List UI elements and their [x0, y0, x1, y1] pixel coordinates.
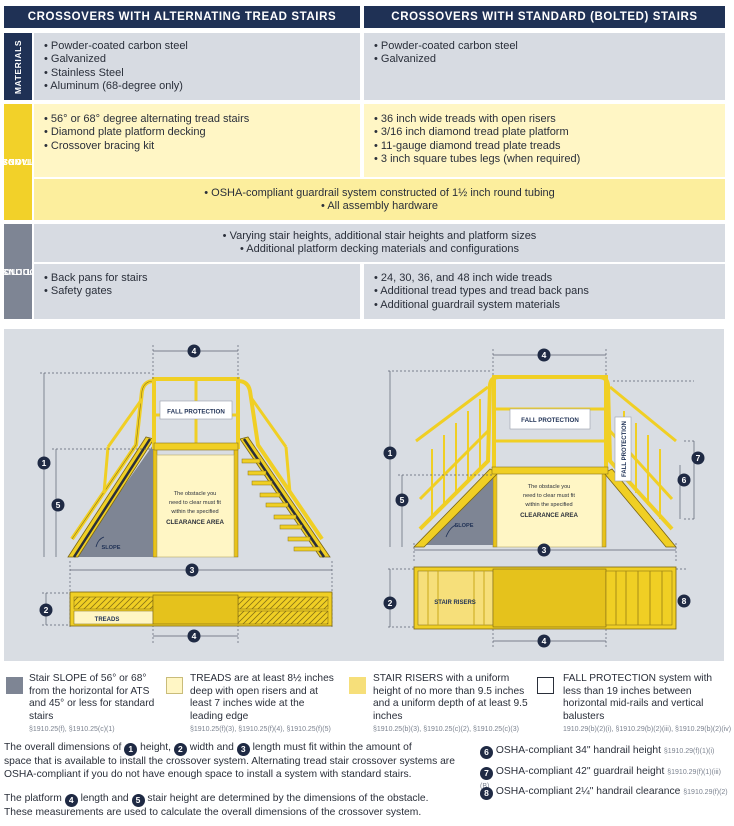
additional-shared: • Varying stair heights, additional stai… [34, 224, 725, 262]
marker-5-right: 5 [400, 495, 405, 505]
note-marker-1: 1 [124, 743, 138, 756]
legend-risers: STAIR RISERS with a uniform height of no… [373, 673, 528, 733]
fall-protection-panel-vertical [614, 416, 632, 482]
dimension-note-1: The overall dimensions of 1 height, 2 wi… [4, 742, 455, 780]
osha-item-6: 6 OSHA-compliant 34" handrail height §19… [480, 745, 730, 759]
materials-alternating: • Powder-coated carbon steel • Galvanize… [34, 33, 360, 100]
clearance-area-label-right: CLEARANCE AREA [520, 512, 578, 519]
fall-protection-label-vertical: FALL PROTECTION [622, 421, 628, 477]
header-standard-stairs: CROSSOVERS WITH STANDARD (BOLTED) STAIRS [364, 6, 725, 28]
osha-item-7: 7 OSHA-compliant 42" guardrail height §1… [480, 766, 721, 790]
slope-label-left: SLOPE [102, 545, 121, 551]
marker-4-bottom-right: 4 [542, 636, 547, 646]
legend-swatch-risers [349, 677, 366, 694]
marker-2-left: 2 [44, 605, 49, 615]
marker-4-top-left: 4 [192, 346, 197, 356]
marker-4-bottom-left: 4 [192, 631, 197, 641]
standard-standard: • 36 inch wide treads with open risers •… [364, 104, 725, 177]
osha-item-8: 8 OSHA-compliant 2¼" handrail clearance … [480, 786, 730, 800]
obstacle-text-left-1: The obstacle you [174, 491, 217, 497]
marker-8-right: 8 [682, 596, 687, 606]
obstacle-text-left-2: need to clear must fit [169, 500, 221, 506]
note-marker-3: 3 [236, 743, 250, 756]
left-markers: 4 1 5 3 2 4 [37, 344, 201, 643]
legend-fall-protection: FALL PROTECTION system with less than 19… [563, 673, 732, 733]
left-elevation: FALL PROTECTION The obstacle you need to… [67, 377, 331, 558]
treads-label: TREADS [95, 617, 120, 623]
obstacle-text-left-3: within the specified [170, 509, 218, 515]
right-plan-view: STAIR RISERS [413, 566, 677, 630]
marker-1-left: 1 [42, 458, 47, 468]
right-markers: 4 1 5 7 6 3 2 8 4 [383, 348, 705, 648]
crossover-diagram-panel: FALL PROTECTION The obstacle you need to… [4, 329, 724, 661]
note-marker-2: 2 [173, 743, 187, 756]
standard-alternating: • 56° or 68° degree alternating tread st… [34, 104, 360, 177]
clearance-area-left [156, 454, 235, 558]
header-alternating-tread: CROSSOVERS WITH ALTERNATING TREAD STAIRS [4, 6, 360, 28]
marker-5-left: 5 [56, 500, 61, 510]
fall-protection-panel-right [509, 408, 591, 430]
clearance-area-right [496, 468, 603, 548]
marker-2-right: 2 [388, 598, 393, 608]
marker-4-top-right: 4 [542, 350, 547, 360]
side-label-standard-options: STANDARDOPTIONS [0, 104, 44, 220]
materials-standard: • Powder-coated carbon steel • Galvanize… [364, 33, 725, 100]
standard-shared: • OSHA-compliant guardrail system constr… [34, 179, 725, 220]
additional-standard: • 24, 30, 36, and 48 inch wide treads • … [364, 264, 725, 319]
marker-3-right: 3 [542, 545, 547, 555]
fall-protection-label-left: FALL PROTECTION [167, 409, 225, 416]
marker-7-right: 7 [696, 453, 701, 463]
side-label-materials: MATERIALS [4, 33, 32, 100]
slope-label-right: SLOPE [455, 523, 474, 529]
dimension-note-2: The platform 4 length and 5 stair height… [4, 793, 429, 818]
right-elevation: FALL PROTECTION FALL PROTECTION The obst… [413, 375, 677, 548]
fall-protection-panel-left [159, 400, 233, 420]
crossover-diagram: FALL PROTECTION The obstacle you need to… [37, 344, 705, 648]
marker-1-right: 1 [388, 448, 393, 458]
legend-swatch-treads [166, 677, 183, 694]
obstacle-text-right-3: within the specified [524, 502, 572, 508]
clearance-area-label-left: CLEARANCE AREA [166, 519, 224, 526]
legend-treads: TREADS are at least 8½ inches deep with … [190, 673, 334, 733]
marker-3-left: 3 [190, 565, 195, 575]
note-marker-5: 5 [131, 794, 145, 807]
side-label-additional-options: ADDITIONALOPTIONS [0, 224, 44, 319]
fall-protection-label-right: FALL PROTECTION [521, 417, 579, 424]
note-marker-4: 4 [64, 794, 78, 807]
legend-swatch-fall-protection [537, 677, 554, 694]
marker-6-right: 6 [682, 475, 687, 485]
stair-risers-label: STAIR RISERS [434, 600, 476, 606]
obstacle-text-right-1: The obstacle you [528, 484, 571, 490]
legend-swatch-slope [6, 677, 23, 694]
legend-slope: Stair SLOPE of 56° or 68° from the horiz… [29, 673, 155, 733]
obstacle-text-right-2: need to clear must fit [523, 493, 575, 499]
additional-alternating: • Back pans for stairs • Safety gates [34, 264, 360, 319]
stair-risers-area [417, 570, 494, 626]
left-plan-view: TREADS [69, 591, 333, 627]
